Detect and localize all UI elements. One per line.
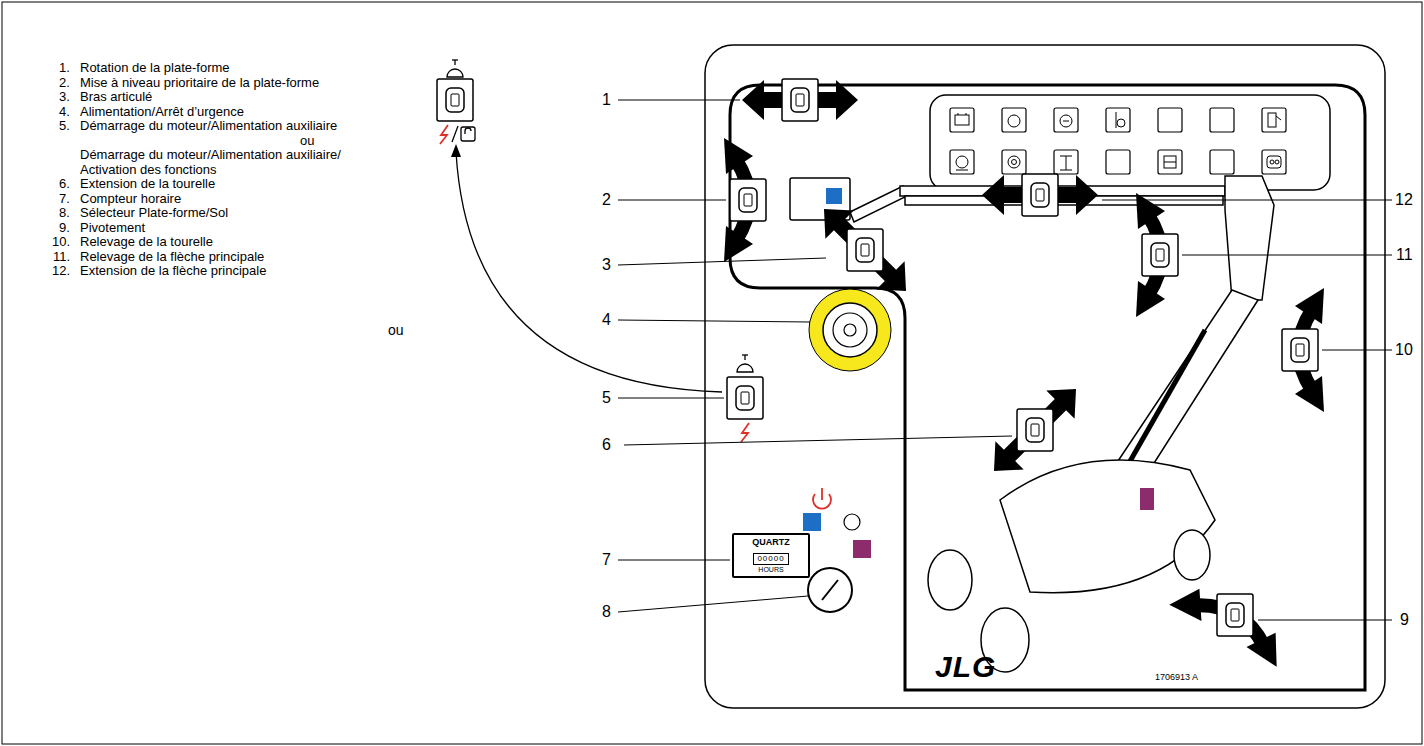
list-text: Démarrage du moteur/Alimentation auxilia… xyxy=(80,148,400,178)
callout-number: 1 xyxy=(602,91,611,109)
emergency-stop xyxy=(809,289,891,371)
callout-number: 10 xyxy=(1395,341,1413,359)
callout-number: 12 xyxy=(1395,191,1413,209)
leader-lines xyxy=(618,100,1392,620)
list-text: Pivotement xyxy=(80,221,145,236)
list-number: 12. xyxy=(52,264,70,279)
list-text: Mise à niveau prioritaire de la plate-fo… xyxy=(80,76,319,91)
list-text: Sélecteur Plate-forme/Sol xyxy=(80,206,228,221)
list-number: 7. xyxy=(59,192,70,207)
list-text: Rotation de la plate-forme xyxy=(80,61,230,76)
callout-number: 4 xyxy=(602,311,611,329)
callout-number: 9 xyxy=(1400,611,1409,629)
list-number: 9. xyxy=(59,221,70,236)
alternative-note: ou xyxy=(300,134,314,149)
panel-outline xyxy=(705,45,1385,708)
list-text: Compteur horaire xyxy=(80,192,181,207)
list-number: 6. xyxy=(59,177,70,192)
list-text: Extension de la flèche principale xyxy=(80,264,266,279)
list-number: 4. xyxy=(59,105,70,120)
machine-illustration xyxy=(790,176,1274,672)
callout-number: 2 xyxy=(602,191,611,209)
alternate-switch xyxy=(437,60,722,392)
callout-number: 7 xyxy=(602,551,611,569)
part-number: 1706913 A xyxy=(1155,672,1198,682)
platform-zone-outline xyxy=(730,85,1365,690)
list-text: Relevage de la tourelle xyxy=(80,235,213,250)
list-number: 2. xyxy=(59,76,70,91)
counter-digits: 00000 xyxy=(753,553,788,564)
list-text: Extension de la tourelle xyxy=(80,177,215,192)
list-number: 1. xyxy=(59,61,70,76)
meter-text: QUARTZ xyxy=(739,537,803,547)
list-text: Bras articulé xyxy=(80,90,152,105)
list-number: 8. xyxy=(59,206,70,221)
list-text: Démarrage du moteur/Alimentation auxilia… xyxy=(80,119,337,134)
brand-logo: JLG xyxy=(935,650,996,685)
list-number: 11. xyxy=(53,250,70,265)
control-switches xyxy=(724,79,1324,667)
hour-meter: QUARTZ 00000HOURS xyxy=(732,533,810,578)
callout-number: 3 xyxy=(602,256,611,274)
list-number: 10. xyxy=(52,235,70,250)
list-number: 3. xyxy=(59,90,70,105)
list-text: Relevage de la flèche principale xyxy=(80,250,264,265)
list-text: Alimentation/Arrêt d’urgence xyxy=(80,105,244,120)
callout-number: 6 xyxy=(602,436,611,454)
callout-number: 11 xyxy=(1396,246,1413,264)
callout-number: 8 xyxy=(602,603,611,621)
list-number: 5. xyxy=(59,119,70,134)
meter-text: HOURS xyxy=(739,566,803,574)
alternative-note: ou xyxy=(388,322,404,338)
indicator-panel xyxy=(930,95,1330,190)
callout-number: 5 xyxy=(602,389,611,407)
key-selector xyxy=(803,488,871,612)
